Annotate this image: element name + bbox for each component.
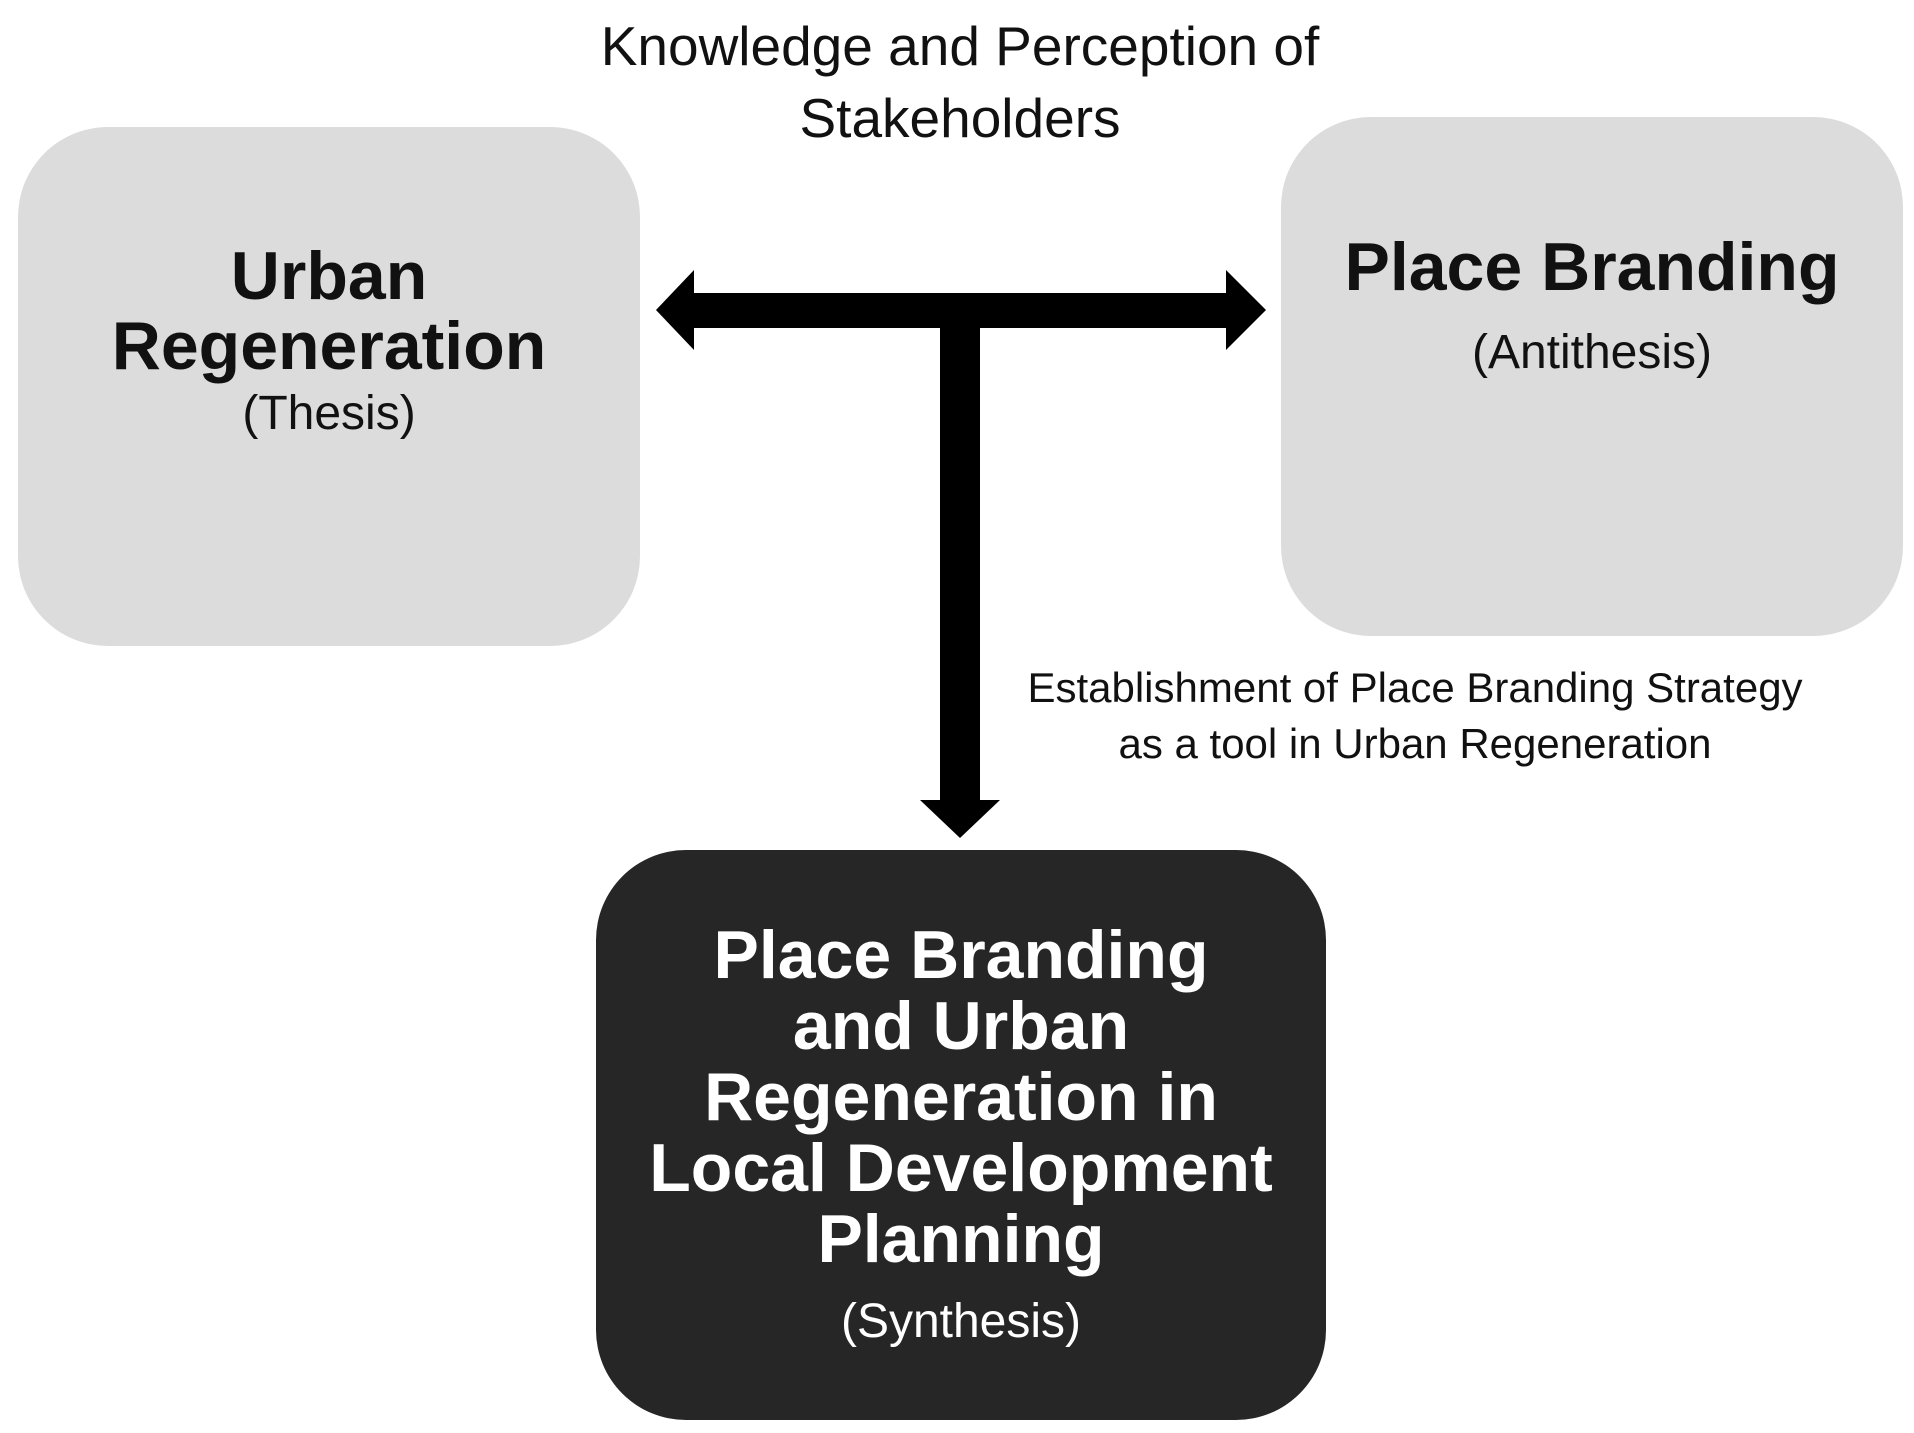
antithesis-title: Place Branding (1344, 228, 1840, 305)
antithesis-subtitle: (Antithesis) (1471, 325, 1713, 379)
thesis-box: Urban Regeneration (Thesis) (18, 127, 640, 646)
synthesis-title: Place Branding and Urban Regeneration in… (649, 916, 1273, 1277)
stakeholders-label: Knowledge and Perception of Stakeholders (600, 15, 1320, 149)
synthesis-subtitle: (Synthesis) (840, 1294, 1082, 1348)
synthesis-box: Place Branding and Urban Regeneration in… (596, 850, 1326, 1420)
strategy-label: Establishment of Place Branding Strategy… (1027, 664, 1803, 767)
thesis-subtitle: (Thesis) (242, 386, 416, 440)
antithesis-box: Place Branding (Antithesis) (1281, 117, 1903, 636)
down-arrow (920, 328, 1000, 838)
double-headed-arrow (656, 270, 1266, 350)
thesis-title: Urban Regeneration (111, 237, 547, 384)
